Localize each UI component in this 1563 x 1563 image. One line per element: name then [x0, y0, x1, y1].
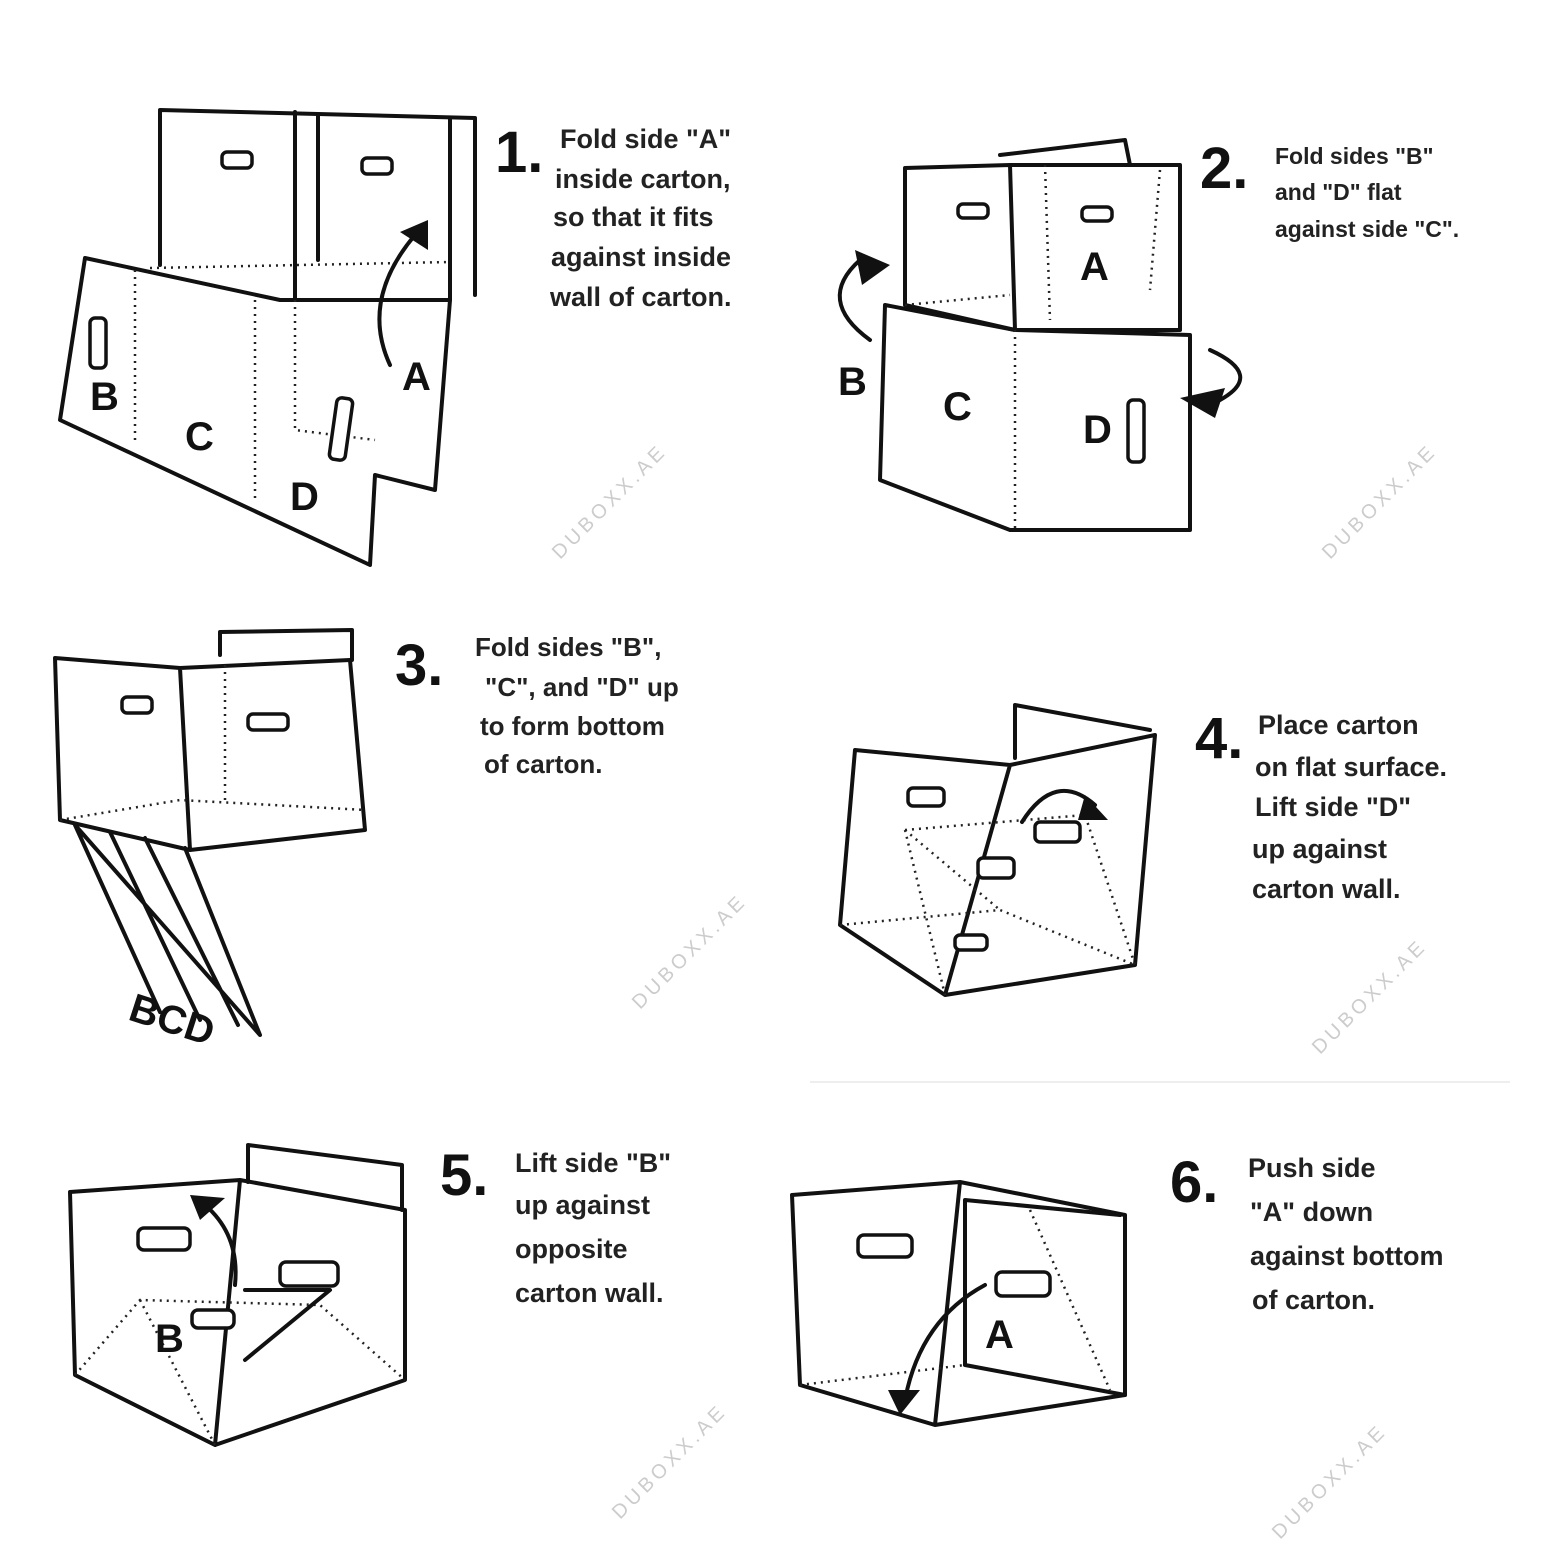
step-1-line: wall of carton.: [549, 282, 732, 312]
step-3-line: Fold sides "B",: [475, 632, 661, 662]
label-a: A: [1080, 245, 1109, 289]
step-4-line: Place carton: [1258, 710, 1419, 740]
step-3-line: to form bottom: [480, 711, 665, 741]
step-4-text: Place carton on flat surface. Lift side …: [1252, 710, 1447, 904]
label-b: B: [90, 375, 119, 419]
step-4-line: carton wall.: [1252, 874, 1401, 904]
fold-arrow-icon: [377, 233, 417, 367]
step-2-line: against side "C".: [1275, 216, 1459, 242]
step-5-text: Lift side "B" up against opposite carton…: [515, 1148, 671, 1308]
step-5-line: opposite: [515, 1234, 628, 1264]
label-a: A: [402, 355, 431, 399]
label-b: B: [155, 1317, 184, 1361]
step-6-line: "A" down: [1250, 1197, 1373, 1227]
step-6-line: against bottom: [1250, 1241, 1444, 1271]
step-3-number: 3.: [395, 633, 443, 698]
step-2-drawing: A B C D: [837, 138, 1243, 532]
step-6-number: 6.: [1170, 1150, 1218, 1215]
step-1-line: so that it fits: [553, 202, 714, 232]
step-2-text: Fold sides "B" and "D" flat against side…: [1275, 143, 1459, 242]
watermark-text: DUBOXX.AE: [1318, 440, 1442, 564]
step-2-number: 2.: [1200, 136, 1248, 201]
step-6-line: of carton.: [1252, 1285, 1375, 1315]
label-d: D: [290, 475, 319, 519]
label-b: B: [838, 360, 867, 404]
watermark-text: DUBOXX.AE: [1308, 935, 1432, 1059]
step-2-line: and "D" flat: [1275, 179, 1402, 205]
step-1-number: 1.: [495, 120, 543, 185]
push-arrow-icon: [903, 1283, 987, 1402]
step-1-text: Fold side "A" inside carton, so that it …: [549, 124, 732, 312]
step-1-line: against inside: [551, 242, 731, 272]
watermark-text: DUBOXX.AE: [608, 1400, 732, 1524]
step-1-drawing: B C D A: [58, 108, 477, 567]
label-d: D: [1083, 408, 1112, 452]
lift-arrow-icon: [203, 1203, 238, 1287]
step-3-drawing: BCD: [53, 628, 367, 1055]
step-6-line: Push side: [1248, 1153, 1376, 1183]
watermark-text: DUBOXX.AE: [1268, 1420, 1392, 1544]
step-5-drawing: B: [68, 1143, 407, 1447]
step-1-line: Fold side "A": [560, 124, 731, 154]
watermark-text: DUBOXX.AE: [628, 890, 752, 1014]
step-4-number: 4.: [1195, 706, 1243, 771]
step-4-line: on flat surface.: [1255, 752, 1447, 782]
step-4-drawing: [838, 703, 1157, 997]
label-bcd: BCD: [124, 986, 220, 1055]
step-5-line: Lift side "B": [515, 1148, 671, 1178]
step-6-drawing: A: [790, 1180, 1127, 1427]
step-3-text: Fold sides "B", "C", and "D" up to form …: [475, 632, 679, 779]
step-6-text: Push side "A" down against bottom of car…: [1248, 1153, 1444, 1315]
step-5-line: carton wall.: [515, 1278, 664, 1308]
step-3-line: of carton.: [484, 749, 602, 779]
watermark-layer: DUBOXX.AE DUBOXX.AE DUBOXX.AE DUBOXX.AE …: [548, 440, 1442, 1544]
watermark-text: DUBOXX.AE: [548, 440, 672, 564]
label-a: A: [985, 1313, 1014, 1357]
step-1-line: inside carton,: [555, 164, 731, 194]
step-4-line: up against: [1252, 834, 1387, 864]
label-c: C: [943, 385, 972, 429]
fold-arrow-icon: [837, 258, 872, 342]
step-5-line: up against: [515, 1190, 650, 1220]
fold-arrow-icon: [1208, 348, 1243, 402]
step-5-number: 5.: [440, 1143, 488, 1208]
label-c: C: [185, 415, 214, 459]
step-2-line: Fold sides "B": [1275, 143, 1434, 169]
step-4-line: Lift side "D": [1255, 792, 1411, 822]
step-3-line: "C", and "D" up: [485, 672, 679, 702]
